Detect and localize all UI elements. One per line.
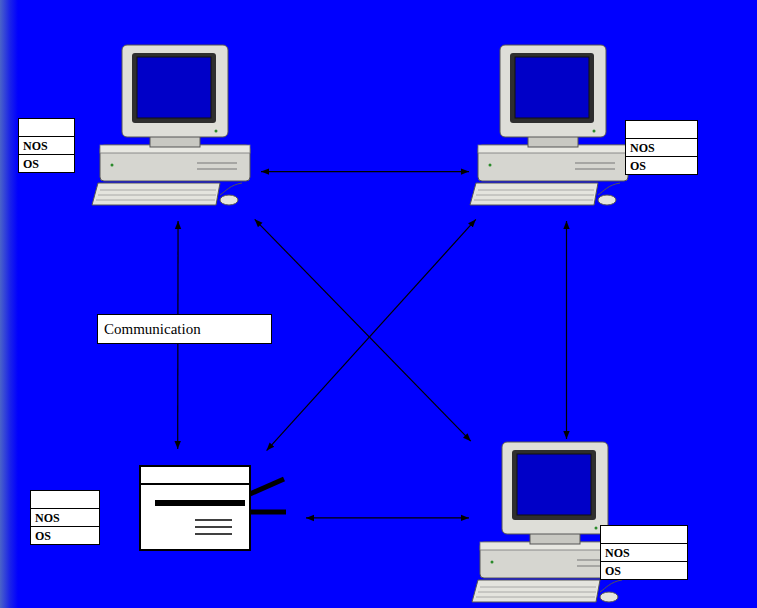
communication-link (261, 171, 469, 172)
layer-name: NOS (31, 508, 99, 526)
layer-name: NOS (601, 543, 687, 561)
station-node: NOSOS (95, 60, 255, 215)
communication-link (566, 221, 567, 439)
stack-row (601, 526, 687, 543)
layer-name: OS (601, 561, 687, 579)
layer-name: OS (19, 154, 74, 172)
stack-row (626, 121, 697, 138)
communication-link (255, 219, 471, 441)
layer-name: OS (31, 526, 99, 544)
stack-row (31, 491, 99, 508)
software-stack: NOSOS (18, 118, 75, 173)
software-stack: NOSOS (600, 525, 688, 580)
station-node: NOSOS (475, 60, 625, 215)
layer-name: NOS (19, 136, 74, 154)
stack-row (19, 119, 74, 136)
communication-link (267, 219, 476, 450)
station-node: NOSOS (130, 455, 300, 560)
software-stack: NOSOS (625, 120, 698, 175)
printer-icon (140, 466, 286, 550)
communication-link (306, 517, 469, 518)
link-label: Communication (97, 314, 272, 344)
software-stack: NOSOS (30, 490, 100, 545)
station-node: NOSOS (475, 445, 625, 600)
layer-name: OS (626, 156, 697, 174)
layer-name: NOS (626, 138, 697, 156)
